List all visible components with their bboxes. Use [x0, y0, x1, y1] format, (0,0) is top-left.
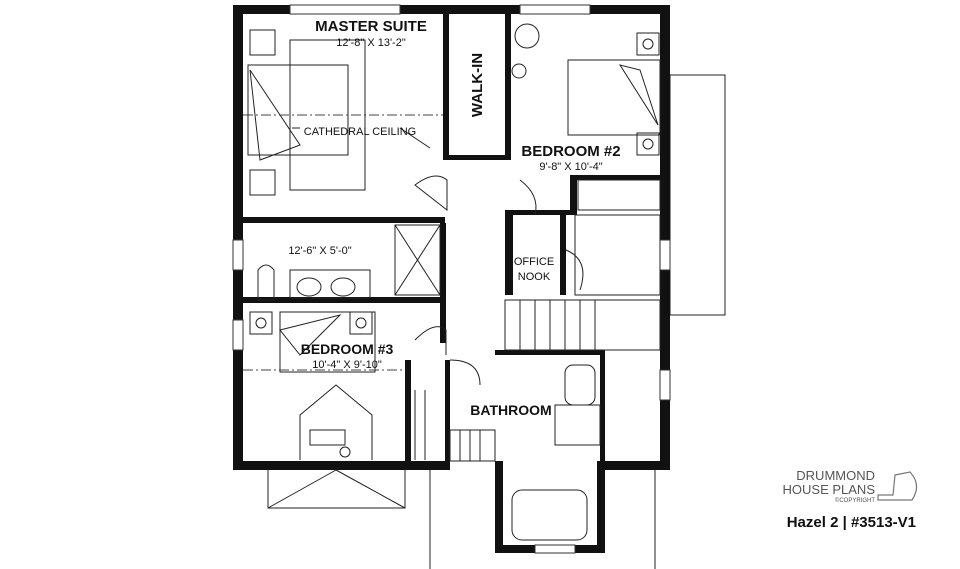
furniture: [247, 23, 661, 541]
master-suite-label: MASTER SUITE: [315, 18, 427, 35]
windows: [232, 4, 671, 554]
porch-roof-line: [335, 469, 406, 509]
vanity: [289, 269, 371, 299]
office-nook-label-2: NOOK: [518, 271, 551, 283]
master-bed: [247, 64, 349, 156]
bathroom-label: BATHROOM: [470, 402, 551, 418]
bed3: [279, 311, 376, 373]
lower-roof-outline: [429, 470, 656, 569]
shower: [394, 224, 441, 296]
deck-outline: [669, 74, 726, 316]
office-nook-label-1: OFFICE: [514, 256, 554, 268]
bed2: [567, 59, 661, 136]
front-porch-roof: [267, 470, 406, 509]
bath-toilet: [564, 364, 596, 406]
interior-walls: [233, 14, 670, 470]
drummond-logo-mark: [877, 471, 918, 501]
bedroom3-label: BEDROOM #3: [301, 341, 394, 357]
doors: [414, 175, 584, 386]
plan-title: Hazel 2 | #3513-V1: [786, 514, 916, 531]
bedroom3-dims: 10'-4" X 9'-10": [312, 359, 382, 371]
cathedral-ceiling-note: CATHEDRAL CEILING: [304, 126, 416, 138]
toilet: [257, 264, 275, 301]
brand-line2: HOUSE PLANS: [782, 482, 875, 497]
brand-line1: DRUMMOND: [796, 468, 875, 483]
bedroom2-label: BEDROOM #2: [521, 143, 620, 160]
bedroom2-dims: 9'-8" X 10'-4": [539, 161, 602, 173]
walk-in-label: WALK-IN: [469, 53, 486, 117]
bathtub: [511, 489, 588, 541]
leader-line: [399, 127, 431, 149]
brand-copyright: ©COPYRIGHT: [834, 498, 875, 504]
stairs: [504, 299, 661, 351]
exterior-walls: [233, 5, 670, 553]
ensuite-dims: 12'-6" X 5'-0": [288, 245, 351, 257]
porch-roof-line: [267, 469, 337, 509]
master-suite-dims: 12'-8" X 13'-2": [336, 37, 406, 49]
